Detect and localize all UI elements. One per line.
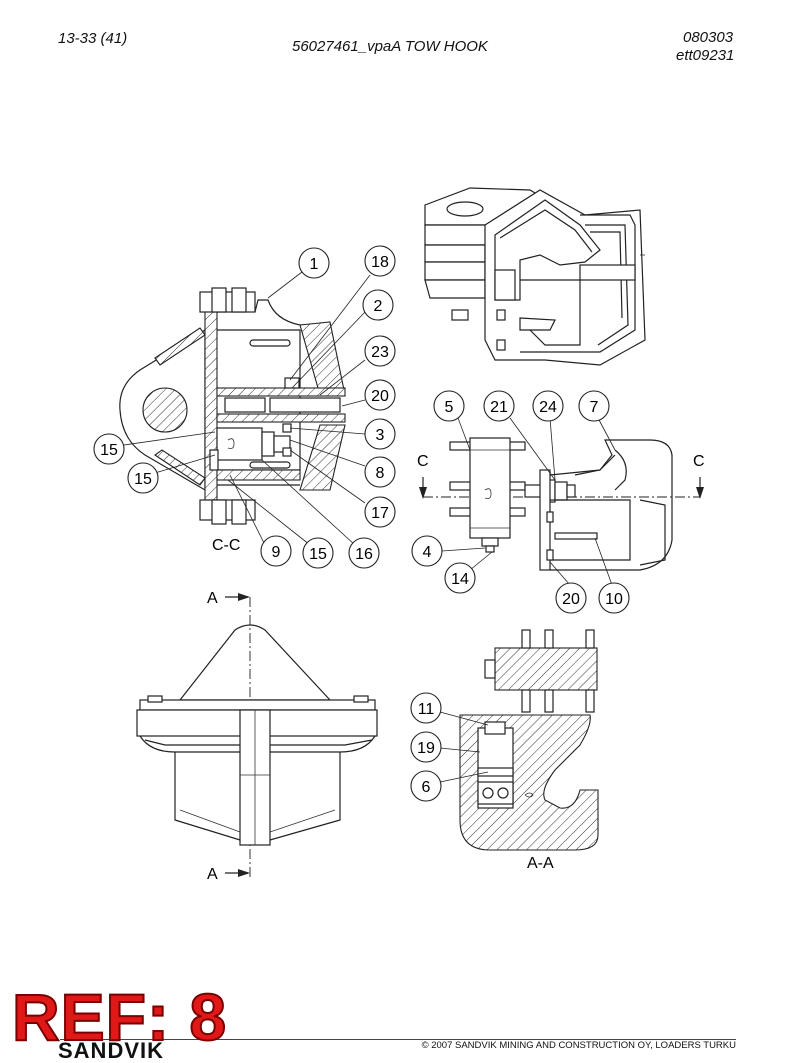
callout-4: 4 xyxy=(411,535,443,567)
callout-8: 8 xyxy=(364,456,396,488)
callout-1: 1 xyxy=(298,247,330,279)
page-reference: 13-33 (41) xyxy=(58,30,128,47)
footer-rule xyxy=(60,1039,736,1040)
svg-text:15: 15 xyxy=(309,546,327,563)
svg-text:21: 21 xyxy=(490,399,508,416)
svg-text:4: 4 xyxy=(423,544,432,561)
svg-text:1: 1 xyxy=(310,256,319,273)
callout-15-c: 15 xyxy=(302,537,334,569)
date-code: 080303 xyxy=(683,29,734,46)
svg-text:19: 19 xyxy=(417,740,435,757)
plan-view xyxy=(419,437,704,571)
callout-7: 7 xyxy=(578,390,610,422)
svg-text:17: 17 xyxy=(371,505,389,522)
callout-23: 23 xyxy=(364,335,396,367)
svg-text:24: 24 xyxy=(539,399,557,416)
drawing-code: ett09231 xyxy=(676,47,735,64)
section-marker-a-top: A xyxy=(207,590,218,607)
svg-text:5: 5 xyxy=(445,399,454,416)
svg-text:15: 15 xyxy=(134,471,152,488)
callout-24: 24 xyxy=(532,390,564,422)
callout-14: 14 xyxy=(444,562,476,594)
section-c-c-view xyxy=(119,287,346,525)
callout-15-a: 15 xyxy=(93,433,125,465)
svg-text:15: 15 xyxy=(100,442,118,459)
callout-16: 16 xyxy=(348,537,380,569)
callout-15-b: 15 xyxy=(127,462,159,494)
front-view xyxy=(136,593,378,880)
svg-text:6: 6 xyxy=(422,779,431,796)
callout-20-left: 20 xyxy=(364,379,396,411)
callout-20-right: 20 xyxy=(555,582,587,614)
section-label-a-a: A-A xyxy=(527,855,554,872)
section-marker-a-bottom: A xyxy=(207,866,218,883)
svg-text:20: 20 xyxy=(562,591,580,608)
callout-5: 5 xyxy=(433,390,465,422)
svg-text:7: 7 xyxy=(590,399,599,416)
callout-3: 3 xyxy=(364,418,396,450)
ref-badge: REF: 8 xyxy=(11,980,228,1054)
section-a-a-view xyxy=(459,629,599,851)
section-marker-c-left: C xyxy=(417,453,429,470)
leader-lines xyxy=(123,271,616,783)
svg-text:3: 3 xyxy=(376,427,385,444)
callout-19: 19 xyxy=(410,731,442,763)
callout-11: 11 xyxy=(410,692,442,724)
section-marker-c-right: C xyxy=(693,453,705,470)
callout-10: 10 xyxy=(598,582,630,614)
drawing-title: 56027461_vpaA TOW HOOK xyxy=(292,38,488,55)
svg-text:10: 10 xyxy=(605,591,623,608)
section-label-c-c: C-C xyxy=(212,537,240,554)
callout-2: 2 xyxy=(362,289,394,321)
callout-21: 21 xyxy=(483,390,515,422)
callout-18: 18 xyxy=(364,245,396,277)
callout-17: 17 xyxy=(364,496,396,528)
callout-9: 9 xyxy=(260,535,292,567)
svg-text:11: 11 xyxy=(418,701,435,718)
callout-6: 6 xyxy=(410,770,442,802)
svg-text:23: 23 xyxy=(371,344,389,361)
svg-text:9: 9 xyxy=(272,544,281,561)
svg-text:14: 14 xyxy=(451,571,469,588)
copyright-notice: © 2007 SANDVIK MINING AND CONSTRUCTION O… xyxy=(421,1040,736,1051)
svg-text:18: 18 xyxy=(371,254,389,271)
svg-text:2: 2 xyxy=(374,298,383,315)
isometric-view xyxy=(424,187,646,366)
svg-text:8: 8 xyxy=(376,465,385,482)
svg-text:16: 16 xyxy=(355,546,373,563)
svg-text:20: 20 xyxy=(371,388,389,405)
